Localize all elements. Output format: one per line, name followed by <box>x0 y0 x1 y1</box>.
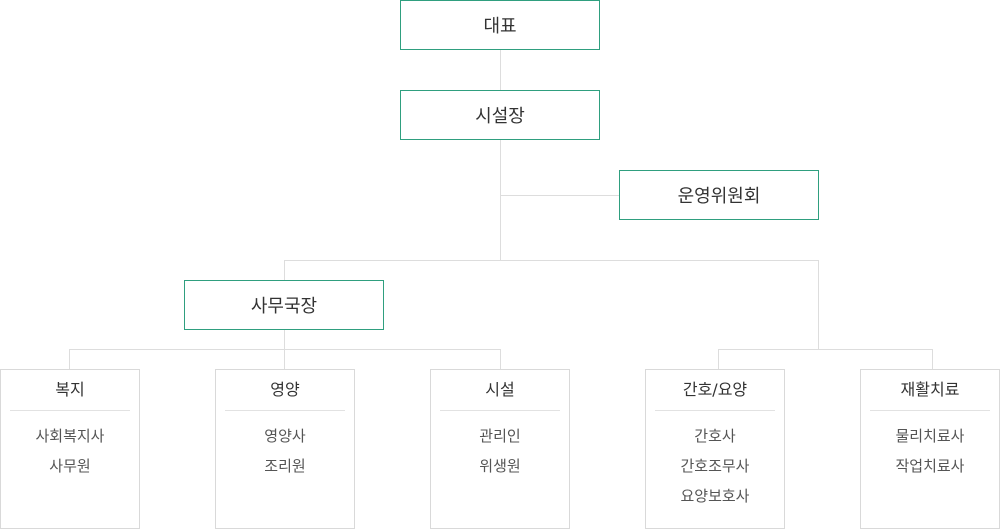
committee-label: 운영위원회 <box>677 186 761 207</box>
dept-title: 간호/요양 <box>682 380 748 399</box>
dept-title: 시설 <box>485 380 515 399</box>
dept-nutrition: 영양 영양사 조리원 <box>215 369 355 529</box>
dept-role: 요양보호사 <box>680 487 750 505</box>
dept-role-list: 사회복지사 사무원 <box>1 411 139 481</box>
dept-role: 간호사 <box>694 427 736 445</box>
dept-role: 물리치료사 <box>895 427 965 445</box>
dept-divider <box>870 410 990 411</box>
director-box: 시설장 <box>400 90 600 140</box>
dept-title: 영양 <box>270 380 300 399</box>
dept-role: 관리인 <box>479 427 521 445</box>
dept-role: 간호조무사 <box>680 457 750 475</box>
dept-divider <box>440 410 560 411</box>
ceo-label: 대표 <box>483 16 517 37</box>
dept-role-list: 영양사 조리원 <box>216 411 354 481</box>
dept-title: 복지 <box>55 380 85 399</box>
dept-role-list: 물리치료사 작업치료사 <box>861 411 999 481</box>
director-label: 시설장 <box>475 106 525 127</box>
dept-role: 사무원 <box>49 457 91 475</box>
dept-role-list: 간호사 간호조무사 요양보호사 <box>646 411 784 511</box>
dept-divider <box>655 410 775 411</box>
dept-divider <box>10 410 130 411</box>
committee-box: 운영위원회 <box>619 170 819 220</box>
dept-title: 재활치료 <box>900 380 960 399</box>
dept-divider <box>225 410 345 411</box>
dept-role-list: 관리인 위생원 <box>431 411 569 481</box>
ceo-box: 대표 <box>400 0 600 50</box>
dept-role: 사회복지사 <box>35 427 105 445</box>
dept-role: 조리원 <box>264 457 306 475</box>
dept-welfare: 복지 사회복지사 사무원 <box>0 369 140 529</box>
secretary-general-label: 사무국장 <box>250 296 318 317</box>
dept-role: 위생원 <box>479 457 521 475</box>
dept-nursing-care: 간호/요양 간호사 간호조무사 요양보호사 <box>645 369 785 529</box>
secretary-general-box: 사무국장 <box>184 280 384 330</box>
dept-rehabilitation: 재활치료 물리치료사 작업치료사 <box>860 369 1000 529</box>
dept-role: 작업치료사 <box>895 457 965 475</box>
dept-role: 영양사 <box>264 427 306 445</box>
dept-facility: 시설 관리인 위생원 <box>430 369 570 529</box>
